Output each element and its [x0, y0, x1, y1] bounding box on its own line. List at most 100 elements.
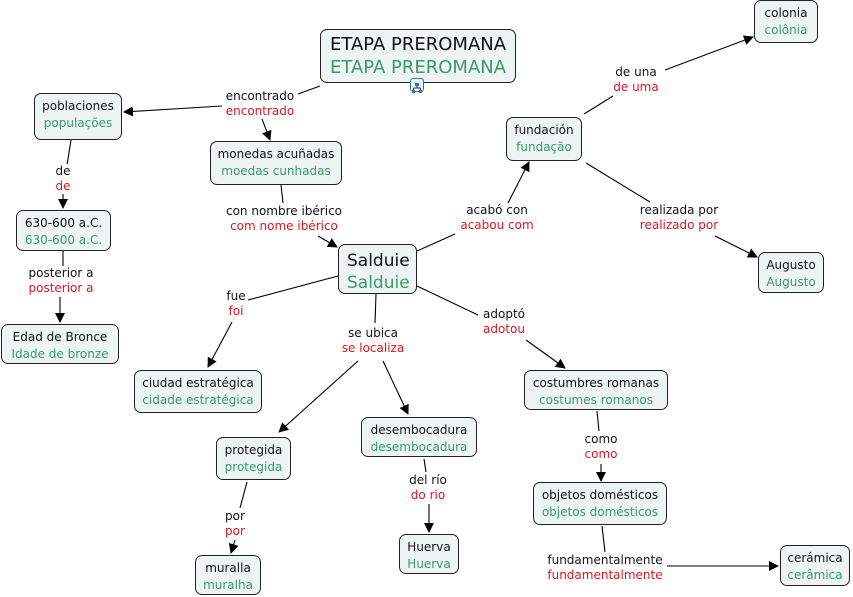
link-label: se ubica: [348, 326, 398, 340]
concept-label: 630-600 a.C.: [24, 216, 103, 230]
connector: [585, 162, 651, 203]
connector-arrow: [507, 161, 530, 204]
link-de-una[interactable]: de una de uma: [613, 65, 659, 95]
concept-label: Augusto: [766, 258, 816, 272]
concept-label: muralla: [205, 561, 251, 575]
link-como[interactable]: como como: [584, 432, 618, 462]
connector: [601, 525, 606, 553]
link-de[interactable]: de de: [55, 164, 71, 194]
link-label: realizada por: [639, 203, 719, 217]
connector-arrow: [664, 35, 754, 71]
concept-objetos-domesticos[interactable]: objetos domésticos objetos domésticos: [533, 482, 667, 525]
link-label: fundamentalmente: [547, 553, 663, 567]
submap-icon[interactable]: [410, 78, 424, 93]
concept-huerva[interactable]: Huerva Huerva: [399, 534, 459, 574]
link-realizada-por[interactable]: realizada por realizado por: [639, 203, 719, 233]
concept-poblaciones[interactable]: poblaciones populações: [34, 93, 122, 140]
connector-arrow: [123, 105, 223, 117]
link-fundamentalmente[interactable]: fundamentalmente fundamentalmente: [547, 553, 663, 583]
concept-label: Salduie: [347, 251, 410, 271]
concept-translation: cerâmica: [787, 568, 843, 582]
link-label: por: [225, 509, 245, 523]
concept-label: ETAPA PREROMANA: [330, 34, 507, 55]
connector: [374, 293, 377, 324]
concept-label: desembocadura: [370, 423, 468, 437]
link-posterior-a[interactable]: posterior a posterior a: [28, 266, 94, 296]
concept-desembocadura[interactable]: desembocadura desembocadura: [361, 417, 477, 457]
concept-label: ciudad estratégica: [142, 376, 254, 390]
concept-etapa-preromana[interactable]: ETAPA PREROMANA ETAPA PREROMANA: [320, 29, 516, 83]
hierarchy-icon: [412, 83, 422, 93]
link-adopto[interactable]: adoptó adotou: [483, 307, 525, 337]
concept-fundacion[interactable]: fundación fundação: [506, 117, 582, 161]
connector-arrow: [278, 360, 359, 433]
concept-label: fundación: [514, 123, 574, 137]
connector-arrow: [207, 321, 233, 368]
concept-costumbres-romanas[interactable]: costumbres romanas costumes romanos: [524, 370, 668, 410]
connector: [66, 139, 72, 166]
link-se-ubica[interactable]: se ubica se localiza: [341, 326, 405, 356]
concept-translation: desembocadura: [370, 440, 468, 454]
link-translation: se localiza: [341, 341, 405, 355]
link-fue[interactable]: fue foi: [226, 289, 246, 319]
concept-salduie[interactable]: Salduie Salduie: [338, 244, 417, 294]
link-translation: do rio: [410, 488, 446, 502]
concept-translation: Salduie: [347, 273, 410, 293]
concept-translation: Huerva: [407, 557, 451, 571]
link-label: acabó con: [466, 203, 528, 217]
connector: [416, 285, 479, 316]
link-con-nombre-iberico[interactable]: con nombre ibérico com nome ibérico: [225, 204, 343, 234]
link-encontrado[interactable]: encontrado encontrado: [225, 89, 295, 119]
link-label: posterior a: [28, 266, 94, 280]
link-del-rio[interactable]: del río do rio: [409, 473, 447, 503]
link-acabo-con[interactable]: acabó con acabou com: [460, 203, 534, 233]
link-translation: posterior a: [28, 281, 94, 295]
link-por[interactable]: por por: [225, 509, 245, 539]
concept-translation: colônia: [764, 23, 808, 37]
connector: [596, 410, 600, 432]
link-translation: encontrado: [225, 104, 295, 118]
concept-label: Huerva: [407, 540, 451, 554]
concept-augusto[interactable]: Augusto Augusto: [758, 252, 824, 293]
link-translation: com nome ibérico: [230, 219, 338, 233]
concept-translation: fundação: [516, 140, 572, 154]
connector: [297, 85, 321, 95]
concept-ciudad-estrategica[interactable]: ciudad estratégica cidade estratégica: [134, 370, 262, 413]
concept-label: colonia: [764, 6, 808, 20]
concept-label: objetos domésticos: [541, 488, 659, 502]
link-label: encontrado: [225, 89, 295, 103]
concept-ceramica[interactable]: cerámica cerâmica: [780, 545, 850, 586]
connector: [280, 184, 284, 204]
concept-translation: cidade estratégica: [142, 393, 254, 407]
connector-arrow: [525, 339, 566, 369]
link-label: con nombre ibérico: [225, 204, 343, 218]
concept-translation: 630-600 a.C.: [24, 233, 103, 247]
concept-fecha[interactable]: 630-600 a.C. 630-600 a.C.: [16, 210, 111, 251]
connector-arrow: [317, 235, 338, 248]
concept-translation: muralha: [203, 578, 253, 592]
link-label: de: [55, 164, 71, 178]
connector-arrow: [261, 118, 272, 141]
link-translation: de uma: [613, 80, 659, 94]
link-translation: foi: [228, 304, 244, 318]
concept-monedas-acunadas[interactable]: monedas acuñadas moedas cunhadas: [210, 141, 342, 185]
connector-arrow: [714, 235, 758, 258]
concept-label: protegida: [224, 443, 283, 457]
concept-muralla[interactable]: muralla muralha: [195, 555, 261, 595]
concept-translation: moedas cunhadas: [221, 164, 331, 178]
concept-label: poblaciones: [42, 99, 114, 113]
connector: [239, 481, 248, 509]
concept-protegida[interactable]: protegida protegida: [216, 437, 291, 480]
link-translation: por: [225, 524, 245, 538]
connector: [583, 95, 614, 115]
link-translation: acabou com: [460, 218, 534, 232]
concept-translation: Idade de bronze: [11, 347, 109, 361]
concept-translation: protegida: [224, 460, 283, 474]
concept-edad-de-bronce[interactable]: Edad de Bronce Idade de bronze: [1, 324, 119, 364]
concept-translation: Augusto: [766, 275, 816, 289]
connector-arrow: [382, 360, 409, 415]
concept-label: cerámica: [787, 551, 843, 565]
link-label: adoptó: [483, 307, 525, 321]
concept-colonia[interactable]: colonia colônia: [754, 0, 818, 43]
concept-label: monedas acuñadas: [217, 147, 335, 161]
